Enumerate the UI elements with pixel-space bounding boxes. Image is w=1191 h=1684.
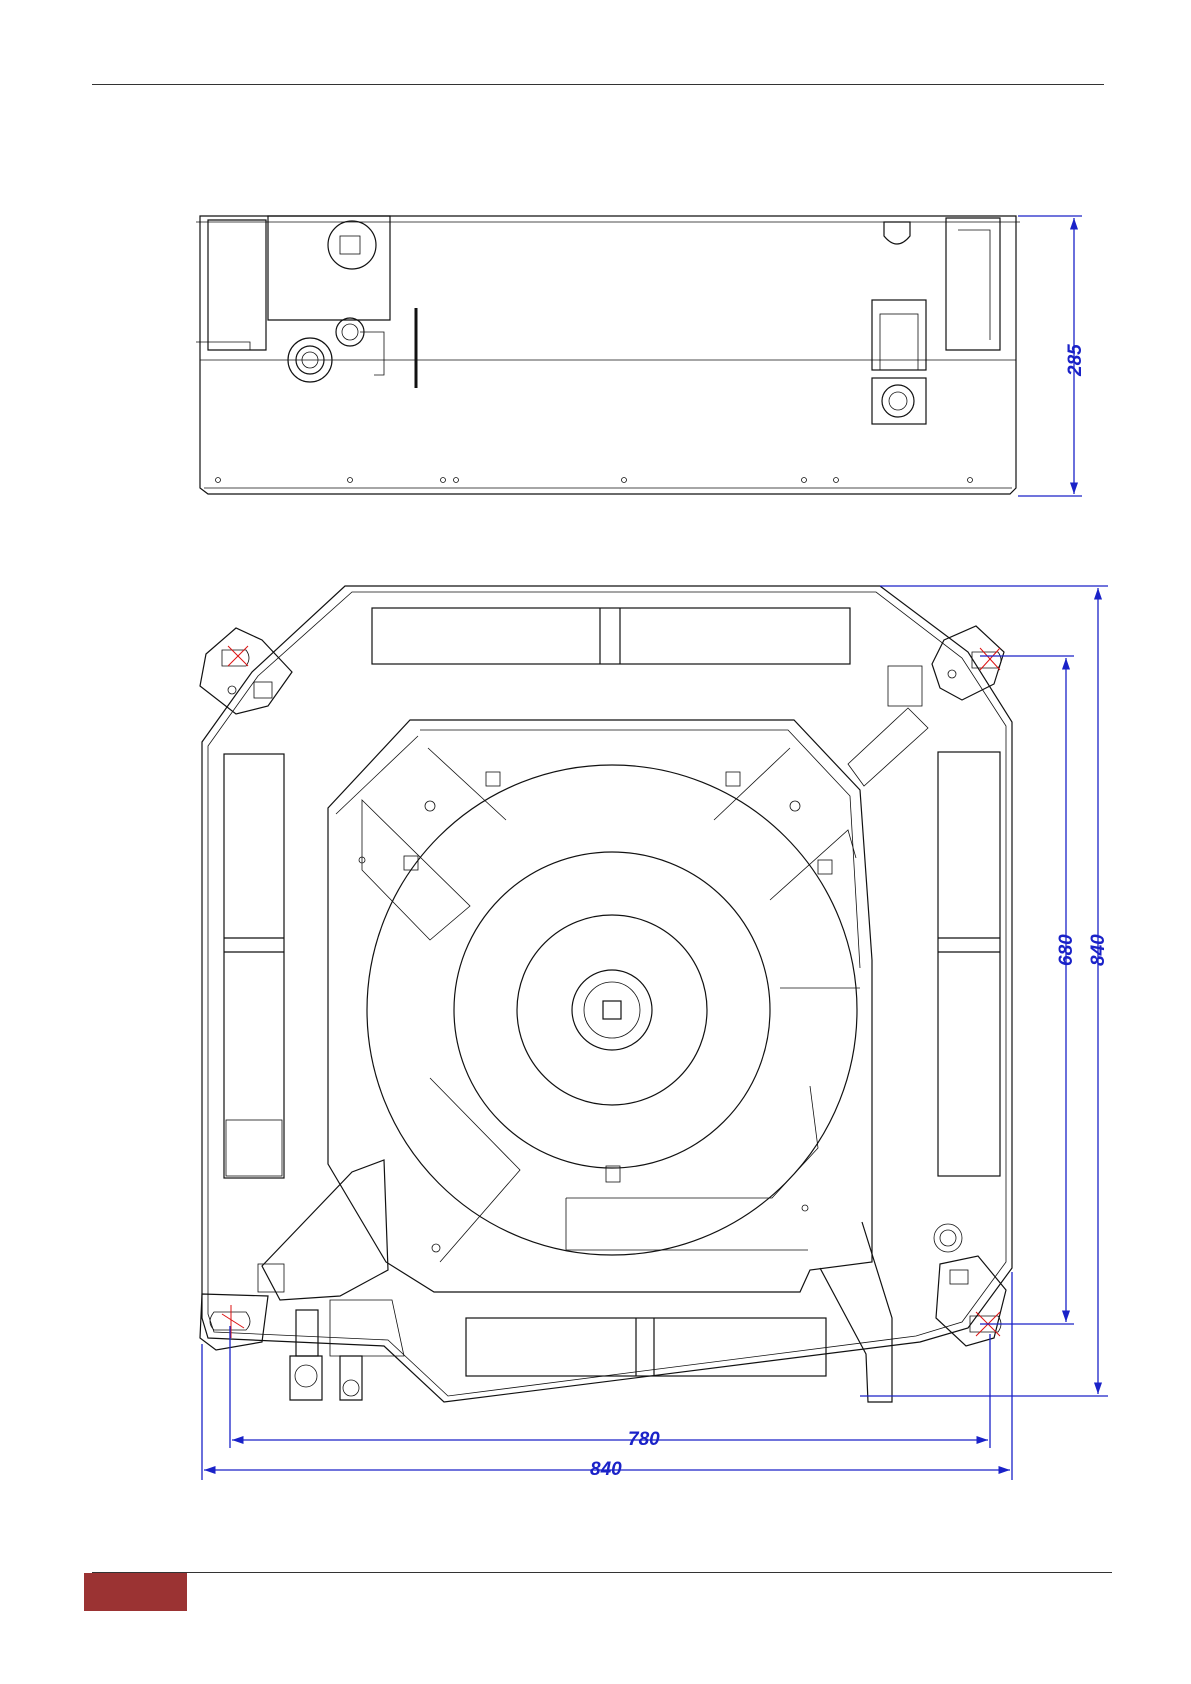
- bottom-view: [200, 586, 1012, 1402]
- side-view: [196, 216, 1020, 494]
- depth-outer-label: 840: [1088, 934, 1109, 966]
- hanger-bracket-bottom-right: [936, 1256, 1006, 1346]
- hanger-bracket-bottom-left: [200, 1294, 268, 1350]
- height-label: 285: [1065, 344, 1086, 377]
- width-inner-label: 780: [628, 1429, 660, 1450]
- dimension-depth-inner: 680: [980, 656, 1077, 1324]
- dimension-depth-outer: 840: [860, 586, 1109, 1396]
- dimension-height: 285: [1018, 216, 1086, 496]
- hanger-bracket-top-left: [200, 628, 292, 714]
- hanger-bracket-top-right: [932, 626, 1004, 700]
- depth-inner-label: 680: [1056, 934, 1077, 966]
- width-outer-label: 840: [590, 1459, 622, 1480]
